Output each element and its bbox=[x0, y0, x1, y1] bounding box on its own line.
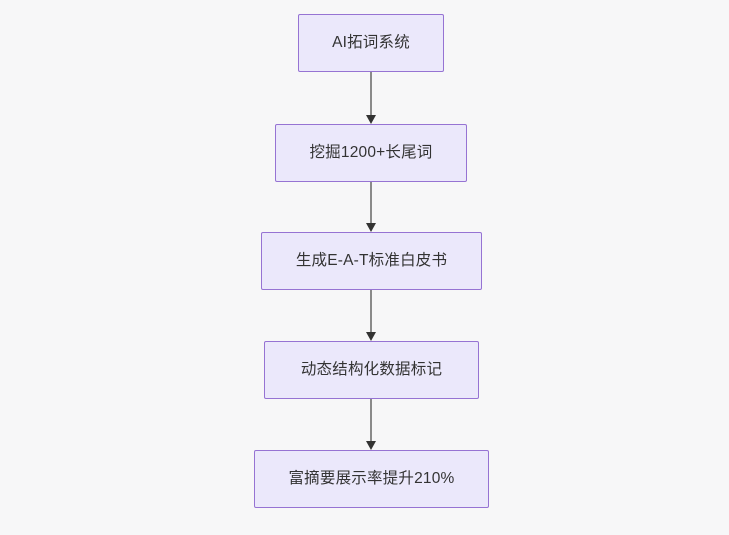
arrowhead-icon bbox=[365, 115, 376, 124]
flow-edge bbox=[365, 399, 376, 450]
edge-line bbox=[370, 182, 372, 225]
edge-line bbox=[370, 72, 372, 117]
flow-edge bbox=[365, 290, 376, 341]
arrowhead-icon bbox=[365, 332, 376, 341]
flow-node-label: 挖掘1200+长尾词 bbox=[309, 144, 433, 162]
flow-edge bbox=[365, 72, 376, 124]
flow-node-label: 富摘要展示率提升210% bbox=[288, 470, 455, 488]
flow-node-label: AI拓词系统 bbox=[332, 34, 410, 52]
flow-node-label: 动态结构化数据标记 bbox=[300, 361, 443, 379]
edge-line bbox=[370, 399, 372, 443]
flow-node[interactable]: AI拓词系统 bbox=[298, 14, 444, 72]
flow-node[interactable]: 挖掘1200+长尾词 bbox=[275, 124, 467, 182]
edge-line bbox=[370, 290, 372, 334]
flow-node[interactable]: 富摘要展示率提升210% bbox=[254, 450, 489, 508]
flow-node[interactable]: 动态结构化数据标记 bbox=[264, 341, 479, 399]
flow-node[interactable]: 生成E-A-T标准白皮书 bbox=[261, 232, 482, 290]
flow-edge bbox=[365, 182, 376, 232]
arrowhead-icon bbox=[365, 441, 376, 450]
flow-node-label: 生成E-A-T标准白皮书 bbox=[295, 252, 448, 270]
arrowhead-icon bbox=[365, 223, 376, 232]
